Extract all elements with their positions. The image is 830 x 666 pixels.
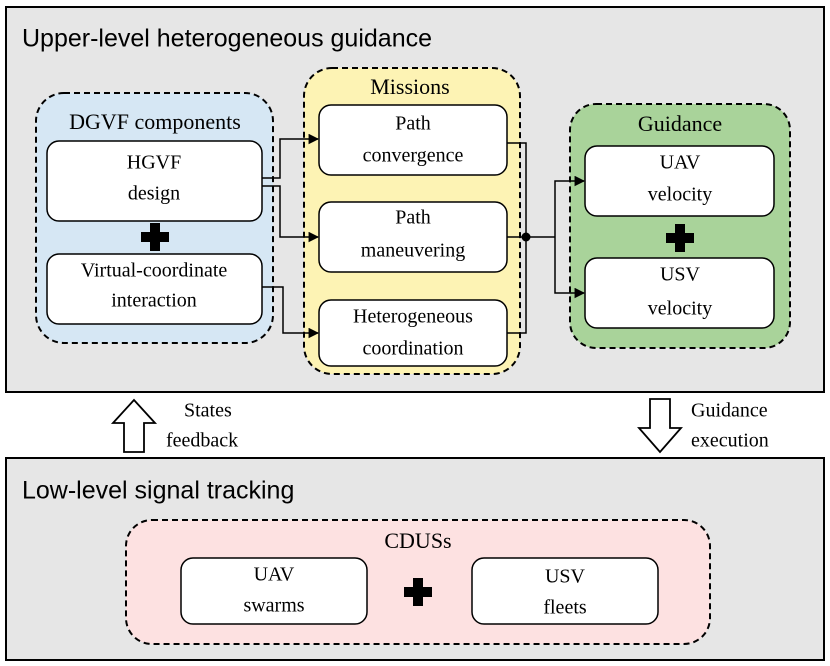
- guidance-box-uav-line1: UAV: [660, 152, 701, 174]
- guidance-box-usv-line1: USV: [660, 264, 701, 286]
- guidance-execution-label-line2: execution: [691, 430, 769, 452]
- connector-junction-to-guidance: [554, 175, 586, 299]
- guidance-box-uav-line2: velocity: [648, 184, 712, 206]
- missions-box-convergence-line2: convergence: [363, 145, 464, 167]
- missions-box-coordination-line2: coordination: [362, 338, 463, 360]
- lower-panel-title: Low-level signal tracking: [22, 477, 294, 505]
- guidance-box-usv-line2: velocity: [648, 298, 712, 320]
- missions-box-coordination-line1: Heterogeneous: [353, 306, 473, 328]
- missions-box-maneuvering-line1: Path: [395, 207, 431, 229]
- guidance-execution-label-line1: Guidance: [691, 400, 768, 422]
- guidance-execution-arrow-icon: [637, 398, 683, 454]
- connector-hgvf-to-convergence: [262, 133, 320, 179]
- plus-icon-guidance: [666, 224, 694, 252]
- cduss-box-usv-fleets: [471, 557, 659, 625]
- cduss-box-uav-line2: swarms: [243, 595, 304, 617]
- plus-icon-cduss: [404, 578, 432, 606]
- dgvf-box-hgvf: [46, 140, 263, 222]
- connector-hgvf-to-maneuvering: [262, 185, 320, 243]
- dgvf-box-virtual-line2: interaction: [111, 290, 197, 312]
- dgvf-group-title: DGVF components: [69, 109, 241, 134]
- dgvf-box-virtual-coordinate: [46, 253, 263, 325]
- dgvf-box-virtual-line1: Virtual-coordinate: [81, 260, 228, 282]
- cduss-box-usv-line1: USV: [545, 566, 586, 588]
- cduss-group-title: CDUSs: [384, 528, 451, 553]
- cduss-box-uav-swarms: [180, 557, 368, 625]
- missions-group-title: Missions: [370, 74, 449, 99]
- states-feedback-label-line2: feedback: [166, 430, 238, 452]
- dgvf-box-hgvf-line2: design: [128, 183, 180, 205]
- guidance-group-title: Guidance: [638, 111, 722, 136]
- dgvf-box-hgvf-line1: HGVF: [127, 152, 181, 174]
- junction-dot: [521, 232, 531, 242]
- cduss-box-uav-line1: UAV: [254, 564, 295, 586]
- missions-box-maneuvering-line2: maneuvering: [361, 240, 465, 262]
- states-feedback-arrow-icon: [110, 398, 158, 453]
- states-feedback-label-line1: States: [184, 400, 232, 422]
- plus-icon-dgvf: [141, 223, 169, 251]
- connector-virtual-to-coordination: [262, 286, 320, 339]
- missions-box-convergence-line1: Path: [395, 113, 431, 135]
- upper-panel-title: Upper-level heterogeneous guidance: [22, 25, 432, 53]
- cduss-box-usv-line2: fleets: [543, 597, 587, 619]
